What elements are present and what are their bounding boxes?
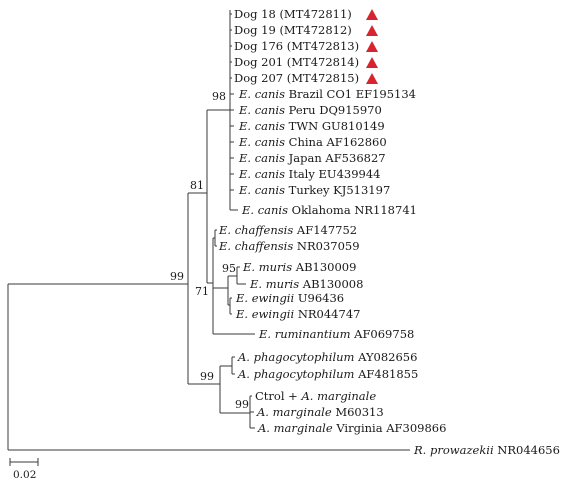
leaf-accession: Italy EU439944 xyxy=(285,167,381,181)
leaf-accession: AB130008 xyxy=(299,277,363,291)
leaf-label: A. marginale Virginia AF309866 xyxy=(257,421,446,435)
leaf-species: E. canis xyxy=(241,203,288,217)
leaf-accession: NR044747 xyxy=(294,307,360,321)
leaf-label: A. phagocytophilum AF481855 xyxy=(237,367,418,381)
leaf-species: E. muris xyxy=(249,277,299,291)
leaf-accession: Dog 18 (MT472811) xyxy=(234,7,352,21)
leaf-label: E. ewingii U96436 xyxy=(235,291,344,305)
leaf-species: E. canis xyxy=(238,135,285,149)
sample-markers xyxy=(366,9,378,84)
leaf-species: E. chaffensis xyxy=(218,239,293,253)
leaf-species: E. canis xyxy=(238,103,285,117)
leaf-accession: China AF162860 xyxy=(285,135,387,149)
leaf-species: R. prowazekii xyxy=(413,443,494,457)
leaf-label: A. phagocytophilum AY082656 xyxy=(237,350,417,364)
leaf-accession: Peru DQ915970 xyxy=(285,103,382,117)
bootstrap-values: 98 81 99 95 71 99 99 xyxy=(170,90,249,411)
scale-bar: 0.02 xyxy=(9,458,39,480)
leaf-label: E. canis TWN GU810149 xyxy=(238,119,385,133)
leaf-accession: AB130009 xyxy=(292,260,356,274)
leaf-label: E. ewingii NR044747 xyxy=(235,307,360,321)
leaf-accession: AF147752 xyxy=(293,223,357,237)
leaf-accession: Dog 19 (MT472812) xyxy=(234,23,352,37)
leaf-species: E. canis xyxy=(238,167,285,181)
leaf-species: E. ewingii xyxy=(235,307,294,321)
bootstrap-value: 71 xyxy=(195,285,209,298)
bootstrap-value: 99 xyxy=(235,398,249,411)
leaf-accession: Virginia AF309866 xyxy=(333,421,447,435)
leaf-label: E. canis Japan AF536827 xyxy=(238,151,386,165)
leaf-species: E. canis xyxy=(238,183,285,197)
triangle-marker-icon xyxy=(366,25,378,36)
leaf-label: E. canis China AF162860 xyxy=(238,135,387,149)
bootstrap-value: 81 xyxy=(190,179,204,192)
leaf-label: E. chaffensis AF147752 xyxy=(218,223,357,237)
leaf-label: E. canis Brazil CO1 EF195134 xyxy=(238,87,416,101)
bootstrap-value: 99 xyxy=(170,270,184,283)
triangle-marker-icon xyxy=(366,41,378,52)
leaf-label: E. muris AB130009 xyxy=(242,260,356,274)
leaf-accession: AY082656 xyxy=(354,350,417,364)
leaf-accession: Dog 207 (MT472815) xyxy=(234,71,359,85)
leaf-species: A. phagocytophilum xyxy=(237,350,355,364)
leaf-accession: AF069758 xyxy=(350,327,414,341)
leaf-species: E. canis xyxy=(238,119,285,133)
leaf-accession: Brazil CO1 EF195134 xyxy=(285,87,416,101)
tree-branches xyxy=(7,10,410,451)
leaf-species: E. ruminantium xyxy=(258,327,351,341)
leaf-labels: Dog 18 (MT472811) Dog 19 (MT472812) Dog … xyxy=(218,7,560,457)
scale-bar-label: 0.02 xyxy=(13,469,36,480)
leaf-label: E. ruminantium AF069758 xyxy=(258,327,414,341)
leaf-label: Dog 207 (MT472815) xyxy=(234,71,359,85)
leaf-accession: Dog 201 (MT472814) xyxy=(234,55,359,69)
leaf-label: E. canis Peru DQ915970 xyxy=(238,103,382,117)
leaf-label: Dog 19 (MT472812) xyxy=(234,23,352,37)
leaf-label: E. canis Oklahoma NR118741 xyxy=(241,203,417,217)
leaf-label: E. canis Italy EU439944 xyxy=(238,167,381,181)
leaf-accession: Japan AF536827 xyxy=(285,151,386,165)
leaf-species: E. muris xyxy=(242,260,292,274)
leaf-accession: Turkey KJ513197 xyxy=(285,183,390,197)
leaf-species: A. marginale xyxy=(300,389,376,403)
leaf-accession: M60313 xyxy=(332,405,384,419)
leaf-label: E. chaffensis NR037059 xyxy=(218,239,360,253)
leaf-accession: NR037059 xyxy=(293,239,359,253)
triangle-marker-icon xyxy=(366,73,378,84)
bootstrap-value: 98 xyxy=(212,90,226,103)
leaf-label: A. marginale M60313 xyxy=(256,405,384,419)
leaf-label: Dog 201 (MT472814) xyxy=(234,55,359,69)
leaf-species: A. marginale xyxy=(256,405,332,419)
leaf-label: E. muris AB130008 xyxy=(249,277,363,291)
leaf-label: Dog 176 (MT472813) xyxy=(234,39,359,53)
leaf-label: E. canis Turkey KJ513197 xyxy=(238,183,390,197)
leaf-species: A. marginale xyxy=(257,421,333,435)
leaf-species: A. phagocytophilum xyxy=(237,367,355,381)
triangle-marker-icon xyxy=(366,9,378,20)
leaf-species: E. canis xyxy=(238,151,285,165)
leaf-label: Dog 18 (MT472811) xyxy=(234,7,352,21)
leaf-accession: AF481855 xyxy=(354,367,418,381)
leaf-species: E. ewingii xyxy=(235,291,294,305)
leaf-accession: Dog 176 (MT472813) xyxy=(234,39,359,53)
leaf-accession: Oklahoma NR118741 xyxy=(288,203,417,217)
leaf-accession: U96436 xyxy=(294,291,344,305)
leaf-species: E. chaffensis xyxy=(218,223,293,237)
leaf-accession: NR044656 xyxy=(494,443,560,457)
leaf-label: Ctrol + A. marginale xyxy=(255,389,376,403)
leaf-label-prefix: Ctrol + xyxy=(255,389,301,403)
bootstrap-value: 99 xyxy=(200,370,214,383)
triangle-marker-icon xyxy=(366,57,378,68)
leaf-species: E. canis xyxy=(238,87,285,101)
leaf-accession: TWN GU810149 xyxy=(285,119,385,133)
bootstrap-value: 95 xyxy=(222,262,236,275)
leaf-label: R. prowazekii NR044656 xyxy=(413,443,560,457)
